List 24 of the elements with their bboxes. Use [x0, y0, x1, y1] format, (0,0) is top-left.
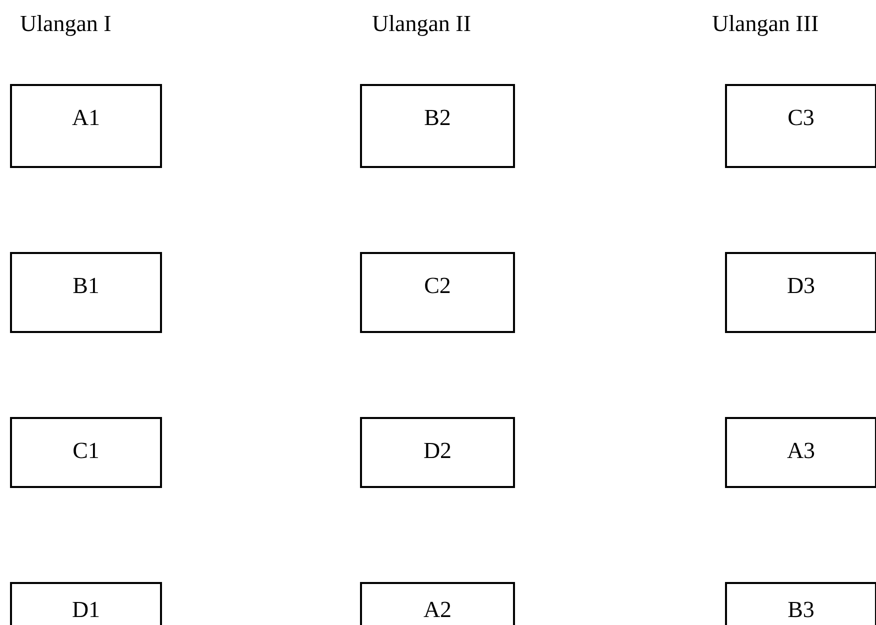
plot-box — [725, 417, 876, 488]
plot-box — [725, 84, 876, 168]
plot-code: A1 — [72, 106, 100, 129]
plot-code: C3 — [788, 106, 814, 129]
plot-box — [10, 417, 162, 488]
column-heading: Ulangan II — [372, 12, 471, 35]
plot-box — [360, 252, 515, 333]
plot-box — [725, 252, 876, 333]
plot-code: D1 — [72, 598, 100, 621]
plot-code: C2 — [424, 274, 451, 297]
plot-code: C1 — [72, 439, 100, 462]
column-heading: Ulangan III — [712, 12, 819, 35]
column-heading: Ulangan I — [20, 12, 112, 35]
plot-box — [10, 84, 162, 168]
plot-code: B1 — [72, 274, 100, 297]
plot-code: B2 — [424, 106, 451, 129]
plot-box — [10, 252, 162, 333]
plot-box — [360, 417, 515, 488]
plot-code: D2 — [423, 439, 452, 462]
plot-code: D3 — [786, 274, 816, 297]
plot-code: B3 — [788, 598, 814, 621]
plot-box — [360, 84, 515, 168]
plot-code: A3 — [786, 439, 816, 462]
plot-code: A2 — [423, 598, 452, 621]
